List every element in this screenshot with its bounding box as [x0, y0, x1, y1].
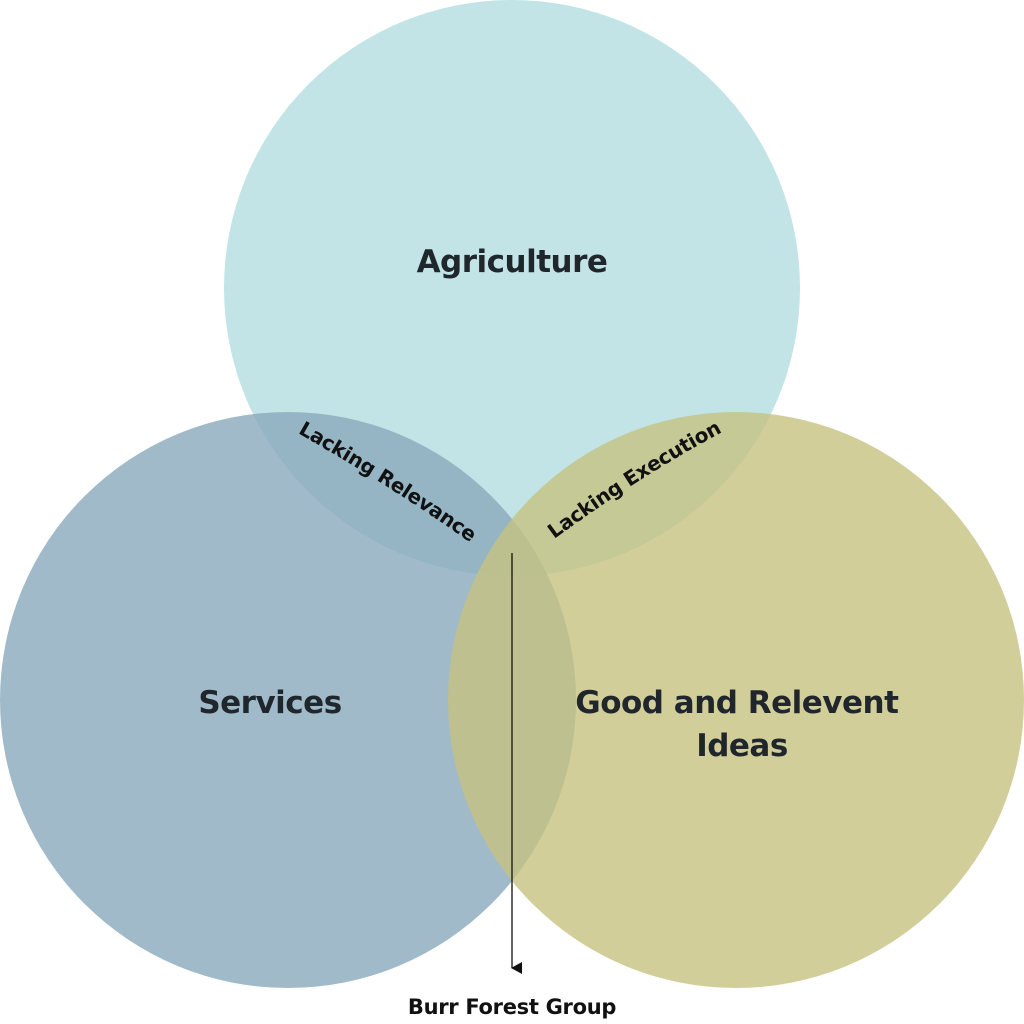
label-agriculture: Agriculture: [417, 244, 608, 280]
label-good-ideas: Good and Relevent Ideas: [575, 685, 908, 764]
circle-good-ideas: [448, 412, 1024, 988]
label-good-ideas-line-1: Good and Relevent: [575, 685, 899, 721]
label-good-ideas-line-2: Ideas: [696, 728, 788, 764]
label-burr-forest-group: Burr Forest Group: [408, 995, 617, 1019]
label-services: Services: [198, 685, 341, 721]
circle-services: [0, 412, 576, 988]
